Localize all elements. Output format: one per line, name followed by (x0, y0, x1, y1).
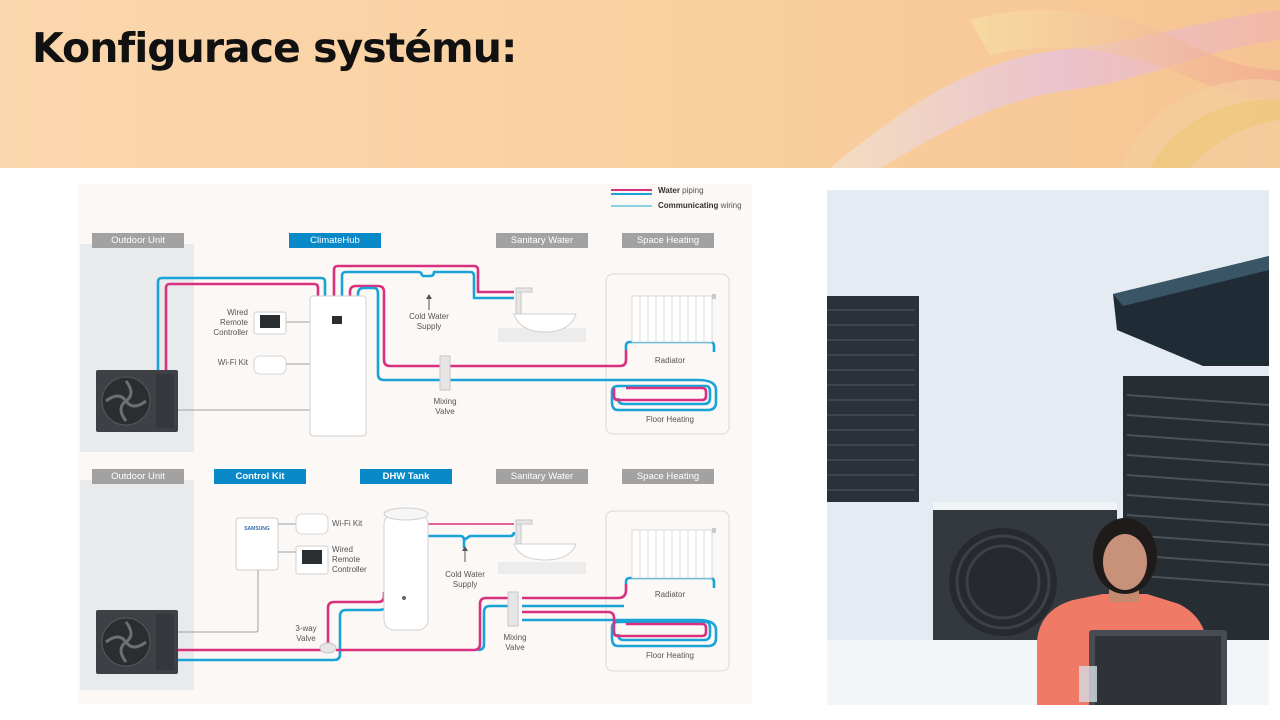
floor-heating-label-bottom: Floor Heating (645, 651, 695, 660)
wiring-top (178, 321, 310, 411)
label-space-heating-bottom: Space Heating (622, 469, 714, 484)
radiator-label-bottom: Radiator (654, 590, 686, 599)
radiator-bottom (631, 528, 716, 579)
space-heating-frame-bottom (605, 510, 730, 672)
label-outdoor-unit-bottom: Outdoor Unit (92, 469, 184, 484)
climatehub-unit (309, 295, 367, 437)
system-diagram: Water piping Communicating wiring Outdoo… (78, 184, 752, 704)
legend-communicating: Communicating wiring (658, 201, 742, 210)
label-dhw-tank: DHW Tank (360, 469, 452, 484)
house-photo-with-presenter (827, 190, 1269, 705)
radiator-top (631, 294, 716, 343)
wifi-kit-label-top: Wi-Fi Kit (217, 358, 248, 367)
mixing-valve-label-bottom: Mixing Valve (503, 633, 527, 652)
photo-artwork (827, 190, 1269, 705)
diagram-artwork (80, 189, 730, 690)
label-space-heating-top: Space Heating (622, 233, 714, 248)
radiator-label-top: Radiator (654, 356, 686, 365)
dhw-tank (383, 513, 429, 631)
page-title: Konfigurace systému: (32, 24, 517, 72)
decorative-wave-art (830, 9, 1280, 168)
header-band: Konfigurace systému: (0, 0, 1280, 168)
sink-counter-top (498, 328, 586, 342)
label-outdoor-unit-top: Outdoor Unit (92, 233, 184, 248)
three-way-valve (319, 642, 337, 654)
mixing-valve-top (439, 355, 451, 391)
cold-water-supply-label-bottom: Cold Water Supply (445, 570, 485, 589)
label-control-kit: Control Kit (214, 469, 306, 484)
wired-remote-controller-label-bottom: Wired Remote Controller (332, 545, 367, 574)
control-kit-box (235, 517, 279, 571)
pipes-top (156, 264, 718, 412)
three-way-valve-label: 3-way Valve (295, 624, 317, 643)
wiring-bottom (178, 523, 296, 633)
wired-remote-controller-label-top: Wired Remote Controller (213, 308, 248, 337)
sink-counter-bottom (498, 562, 586, 574)
floor-heating-label-top: Floor Heating (645, 415, 695, 424)
wifi-kit-bottom (295, 513, 329, 535)
legend-water: Water piping (658, 186, 704, 195)
samsung-logo: SAMSUNG (244, 526, 270, 532)
wifi-kit-label-bottom: Wi-Fi Kit (332, 519, 363, 528)
mixing-valve-bottom (507, 591, 519, 627)
label-sanitary-water-top: Sanitary Water (496, 233, 588, 248)
label-climatehub: ClimateHub (289, 233, 381, 248)
cold-water-supply-label-top: Cold Water Supply (409, 312, 449, 331)
wifi-kit-top (253, 355, 287, 375)
space-heating-frame-top (605, 273, 730, 435)
mixing-valve-label-top: Mixing Valve (433, 397, 457, 416)
label-sanitary-water-bottom: Sanitary Water (496, 469, 588, 484)
